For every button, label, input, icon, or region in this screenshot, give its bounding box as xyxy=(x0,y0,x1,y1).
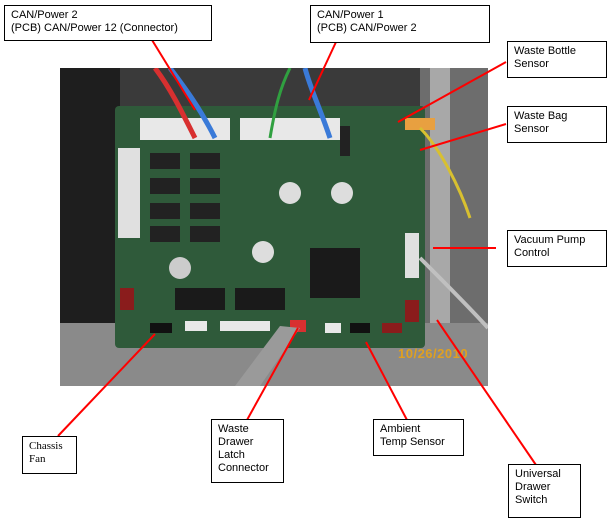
label-line: Drawer xyxy=(515,481,551,493)
label-line: Waste Bag xyxy=(514,110,568,122)
label-line: Vacuum Pump xyxy=(514,234,586,246)
label-waste-drawer-latch-connector: Waste Drawer Latch Connector xyxy=(211,419,284,483)
label-line: Ambient xyxy=(380,423,421,435)
label-line: Sensor xyxy=(514,123,549,135)
circuit-board-photo xyxy=(60,68,488,386)
date-stamp: 10/26/2010 xyxy=(398,346,469,361)
label-universal-drawer-switch: Universal Drawer Switch xyxy=(508,464,581,518)
label-line: Connector xyxy=(218,462,269,474)
label-can-power-1: CAN/Power 1 (PCB) CAN/Power 2 xyxy=(310,5,490,43)
label-line: Fan xyxy=(29,453,46,465)
label-line: (PCB) CAN/Power 2 xyxy=(317,22,417,34)
label-line: Sensor xyxy=(514,58,549,70)
label-line: Waste xyxy=(218,423,249,435)
label-can-power-2: CAN/Power 2 (PCB) CAN/Power 12 (Connecto… xyxy=(4,5,212,41)
label-vacuum-pump-control: Vacuum Pump Control xyxy=(507,230,607,267)
label-ambient-temp-sensor: Ambient Temp Sensor xyxy=(373,419,464,456)
label-line: Drawer xyxy=(218,436,254,448)
label-waste-bottle-sensor: Waste Bottle Sensor xyxy=(507,41,607,78)
label-line: Temp Sensor xyxy=(380,436,445,448)
label-line: CAN/Power 1 xyxy=(317,9,384,21)
label-line: Waste Bottle xyxy=(514,45,576,57)
board-illustration xyxy=(60,68,488,386)
label-line: Switch xyxy=(515,494,548,506)
label-line: Control xyxy=(514,247,550,259)
label-line: Universal xyxy=(515,468,561,480)
label-line: Latch xyxy=(218,449,245,461)
label-chassis-fan: Chassis Fan xyxy=(22,436,77,474)
label-line: (PCB) CAN/Power 12 (Connector) xyxy=(11,22,178,34)
label-waste-bag-sensor: Waste Bag Sensor xyxy=(507,106,607,143)
label-line: Chassis xyxy=(29,440,63,452)
label-line: CAN/Power 2 xyxy=(11,9,78,21)
